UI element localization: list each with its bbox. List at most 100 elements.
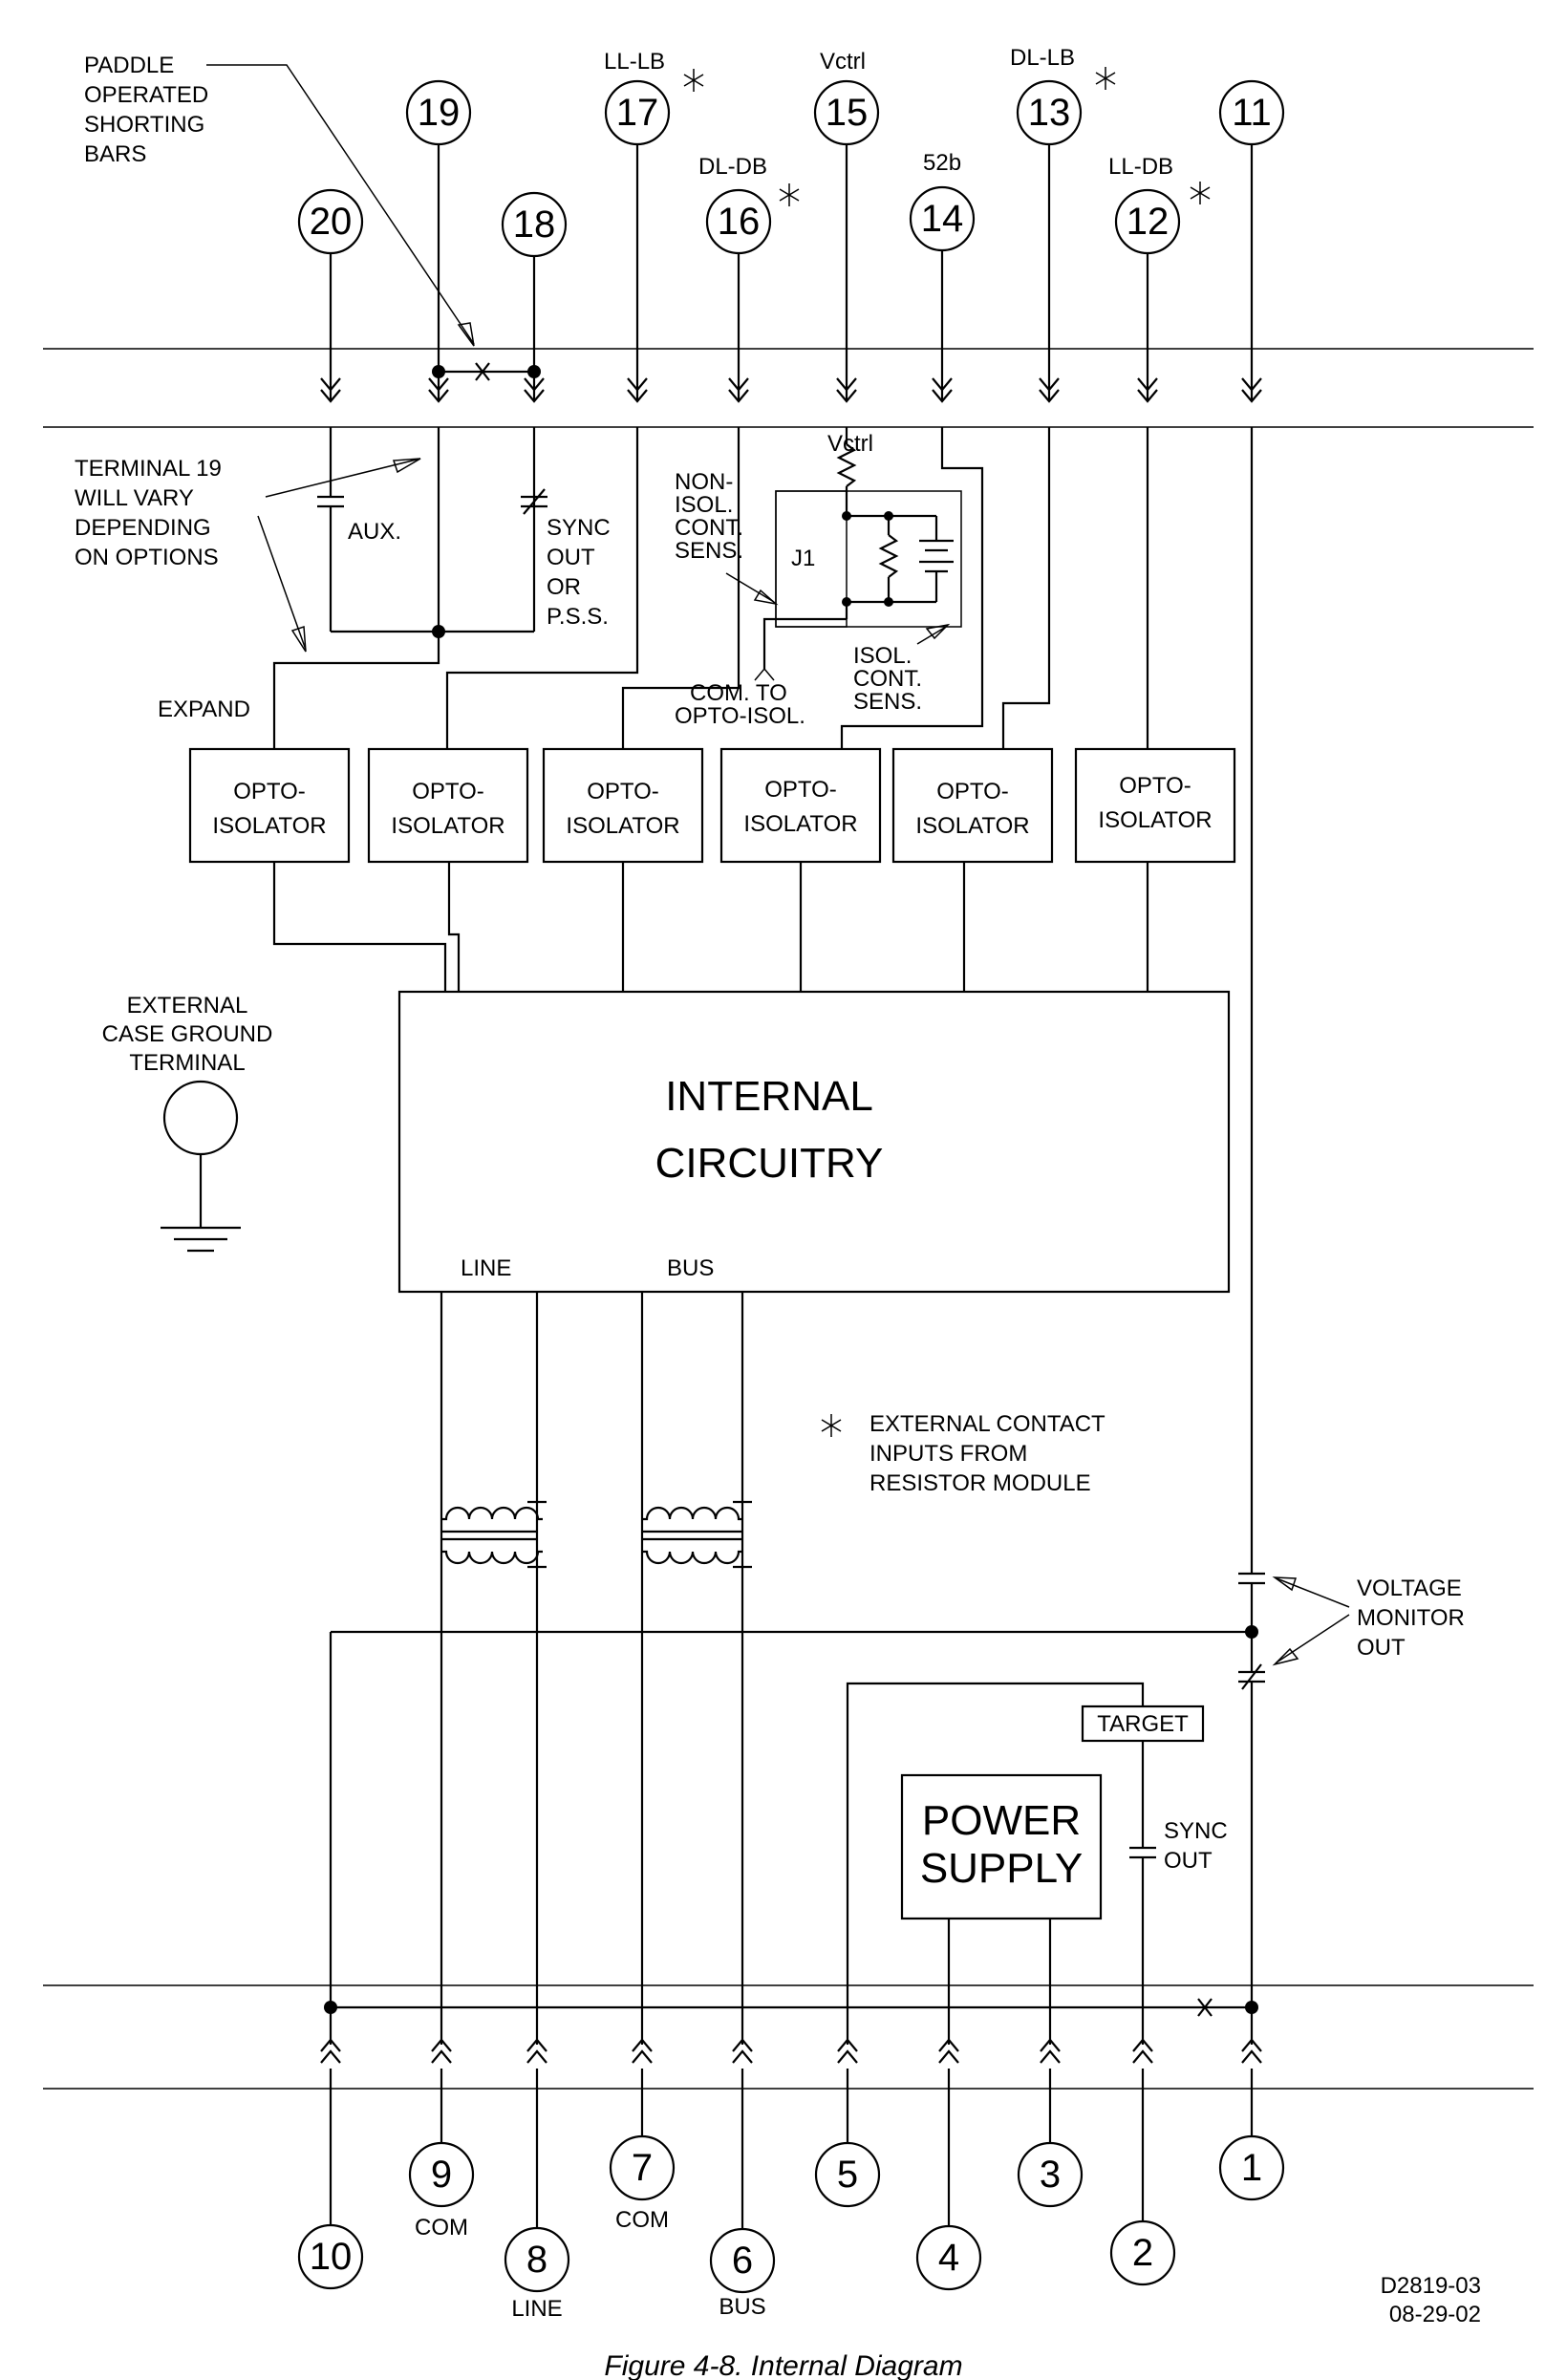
terminal-10: 10 xyxy=(297,2223,364,2290)
terminal-7: 7 xyxy=(609,2134,676,2201)
opto-isolator-4: OPTO- ISOLATOR xyxy=(719,747,882,864)
sync-pss-2: OUT xyxy=(547,545,595,570)
svg-text:SUPPLY: SUPPLY xyxy=(920,1845,1083,1892)
isol-1: ISOL. xyxy=(853,643,912,669)
label-com-9: COM xyxy=(415,2215,468,2241)
svg-text:5: 5 xyxy=(837,2154,858,2196)
terminal-14: 14 xyxy=(909,185,976,252)
non-isol-2: ISOL. xyxy=(675,492,733,518)
t19-note-3: DEPENDING xyxy=(75,515,211,541)
sync-out-1: SYNC xyxy=(1164,1818,1228,1844)
svg-text:17: 17 xyxy=(616,92,659,134)
label-dl-lb: DL-LB xyxy=(1010,45,1075,71)
svg-text:OPTO-: OPTO- xyxy=(412,779,484,804)
asterisk-17 xyxy=(683,69,704,92)
asterisk-13 xyxy=(1095,67,1116,90)
label-bus-6: BUS xyxy=(719,2294,765,2320)
svg-text:OPTO-: OPTO- xyxy=(587,779,659,804)
isol-3: SENS. xyxy=(853,689,922,715)
svg-text:ISOLATOR: ISOLATOR xyxy=(743,811,857,837)
terminal-20: 20 xyxy=(297,188,364,255)
svg-text:6: 6 xyxy=(732,2240,753,2282)
svg-text:14: 14 xyxy=(921,198,964,240)
expand-label: EXPAND xyxy=(158,697,250,722)
com-opto-1: COM. TO xyxy=(690,680,787,706)
terminal-2: 2 xyxy=(1109,2219,1176,2286)
label-ll-lb: LL-LB xyxy=(604,49,665,75)
terminal-9: 9 xyxy=(408,2141,475,2208)
svg-text:ISOLATOR: ISOLATOR xyxy=(915,813,1029,839)
drawing-date: 08-29-02 xyxy=(1389,2302,1481,2327)
terminal-11: 11 xyxy=(1218,79,1285,146)
figure-caption: Figure 4-8. Internal Diagram xyxy=(604,2350,962,2380)
star-note-asterisk xyxy=(821,1414,842,1437)
terminal-13: 13 xyxy=(1016,79,1083,146)
paddle-note-4: BARS xyxy=(84,141,146,167)
paddle-note-3: SHORTING xyxy=(84,112,204,138)
svg-text:9: 9 xyxy=(431,2154,452,2196)
svg-text:8: 8 xyxy=(526,2239,547,2281)
label-com-7: COM xyxy=(615,2207,669,2233)
non-isol-1: NON- xyxy=(675,469,733,495)
svg-text:20: 20 xyxy=(310,201,353,243)
svg-text:TARGET: TARGET xyxy=(1097,1711,1189,1737)
terminal-18: 18 xyxy=(501,191,568,258)
label-52b: 52b xyxy=(923,150,961,176)
t19-note-1: TERMINAL 19 xyxy=(75,456,222,482)
svg-text:POWER: POWER xyxy=(922,1797,1081,1844)
ground-terminal xyxy=(161,1080,241,1253)
com-opto-2: OPTO-ISOL. xyxy=(675,703,805,729)
svg-text:16: 16 xyxy=(718,201,761,243)
label-vctrl-top: Vctrl xyxy=(820,49,866,75)
terminal-6: 6 xyxy=(709,2227,776,2294)
aux-label: AUX. xyxy=(348,519,401,545)
opto-isolator-3: OPTO-ISOLATOR xyxy=(542,747,704,864)
svg-text:OPTO-: OPTO- xyxy=(764,777,837,803)
svg-text:OPTO-: OPTO- xyxy=(233,779,306,804)
svg-text:ISOLATOR: ISOLATOR xyxy=(212,813,326,839)
terminal-15: 15 xyxy=(813,79,880,146)
ground-note-2: CASE GROUND xyxy=(102,1021,273,1047)
svg-text:1: 1 xyxy=(1241,2147,1262,2189)
drawing-number: D2819-03 xyxy=(1381,2273,1481,2299)
svg-text:OPTO-: OPTO- xyxy=(1119,773,1191,799)
star-note-3: RESISTOR MODULE xyxy=(869,1470,1091,1496)
sync-out-2: OUT xyxy=(1164,1848,1213,1874)
t19-note-4: ON OPTIONS xyxy=(75,545,219,570)
terminal-16: 16 xyxy=(705,188,772,255)
terminal-5: 5 xyxy=(814,2141,881,2208)
terminal-4: 4 xyxy=(915,2224,982,2291)
asterisk-12 xyxy=(1190,182,1211,204)
label-dl-db: DL-DB xyxy=(698,154,767,180)
opto-isolator-5: OPTO- ISOLATOR xyxy=(891,747,1054,864)
vmo-1: VOLTAGE xyxy=(1357,1576,1462,1601)
svg-text:4: 4 xyxy=(938,2237,959,2279)
svg-text:7: 7 xyxy=(632,2147,653,2189)
svg-text:11: 11 xyxy=(1232,92,1272,134)
j1-label: J1 xyxy=(791,546,815,571)
svg-text:INTERNAL: INTERNAL xyxy=(665,1073,873,1120)
asterisk-16 xyxy=(779,183,800,206)
svg-text:ISOLATOR: ISOLATOR xyxy=(391,813,504,839)
bus-transformer xyxy=(642,1500,752,1569)
line-label-top: LINE xyxy=(461,1255,511,1281)
sync-pss-3: OR xyxy=(547,574,581,600)
shorting-bar xyxy=(432,362,541,381)
terminal-8: 8 xyxy=(504,2226,570,2293)
opto-isolator-6: OPTO- ISOLATOR xyxy=(1074,747,1236,864)
vmo-2: MONITOR xyxy=(1357,1605,1465,1631)
opto-isolator-1: OPTO- ISOLATOR xyxy=(188,747,351,864)
label-line-8: LINE xyxy=(511,2296,562,2322)
svg-text:ISOLATOR: ISOLATOR xyxy=(1098,807,1212,833)
svg-text:12: 12 xyxy=(1127,201,1170,243)
target-box: TARGET xyxy=(1081,1705,1205,1743)
svg-text:OPTO-: OPTO- xyxy=(936,779,1009,804)
bus-label-top: BUS xyxy=(667,1255,714,1281)
ground-note-3: TERMINAL xyxy=(129,1050,245,1076)
label-ll-db: LL-DB xyxy=(1108,154,1173,180)
star-note-2: INPUTS FROM xyxy=(869,1441,1027,1467)
t19-note-2: WILL VARY xyxy=(75,485,194,511)
paddle-note-2: OPERATED xyxy=(84,82,208,108)
line-transformer xyxy=(441,1500,547,1569)
